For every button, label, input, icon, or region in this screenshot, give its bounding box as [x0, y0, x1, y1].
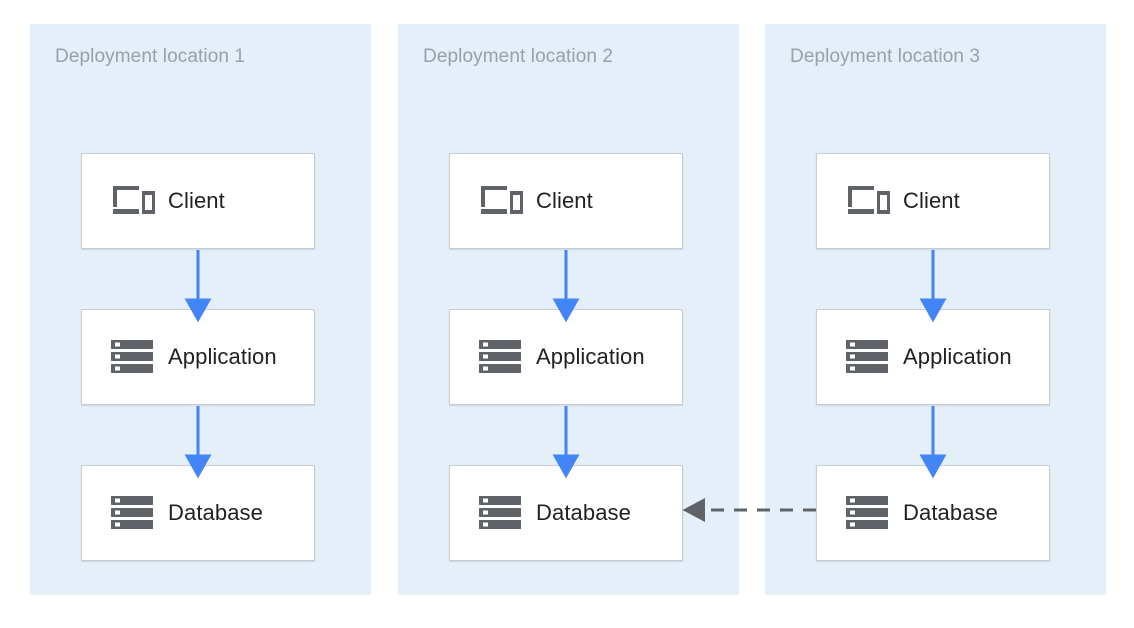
panel-title-2: Deployment location 2: [423, 46, 614, 67]
devices-icon: [474, 179, 526, 223]
node-label: Client: [168, 188, 225, 213]
node-panel2-application[interactable]: Application: [449, 309, 683, 405]
deployment-location-panel-3: Deployment location 3 Client: [765, 24, 1106, 595]
node-panel2-client[interactable]: Client: [449, 153, 683, 249]
panel-title-1: Deployment location 1: [55, 46, 246, 67]
deployment-location-panel-2: Deployment location 2 Client: [398, 24, 739, 595]
node-label: Application: [903, 344, 1012, 369]
server-icon: [106, 491, 158, 535]
node-panel3-database[interactable]: Database: [816, 465, 1050, 561]
node-panel3-client[interactable]: Client: [816, 153, 1050, 249]
node-panel1-client[interactable]: Client: [81, 153, 315, 249]
node-panel3-application[interactable]: Application: [816, 309, 1050, 405]
devices-icon: [106, 179, 158, 223]
node-panel2-database[interactable]: Database: [449, 465, 683, 561]
devices-icon: [841, 179, 893, 223]
node-label: Database: [903, 500, 998, 525]
panel-title-3: Deployment location 3: [790, 46, 981, 67]
server-icon: [841, 335, 893, 379]
node-panel1-application[interactable]: Application: [81, 309, 315, 405]
node-label: Client: [536, 188, 593, 213]
server-icon: [474, 335, 526, 379]
node-label: Database: [168, 500, 263, 525]
node-label: Application: [168, 344, 277, 369]
node-label: Database: [536, 500, 631, 525]
deployment-location-panel-1: Deployment location 1 Client: [30, 24, 371, 595]
node-label: Application: [536, 344, 645, 369]
server-icon: [841, 491, 893, 535]
node-label: Client: [903, 188, 960, 213]
node-panel1-database[interactable]: Database: [81, 465, 315, 561]
server-icon: [474, 491, 526, 535]
server-icon: [106, 335, 158, 379]
